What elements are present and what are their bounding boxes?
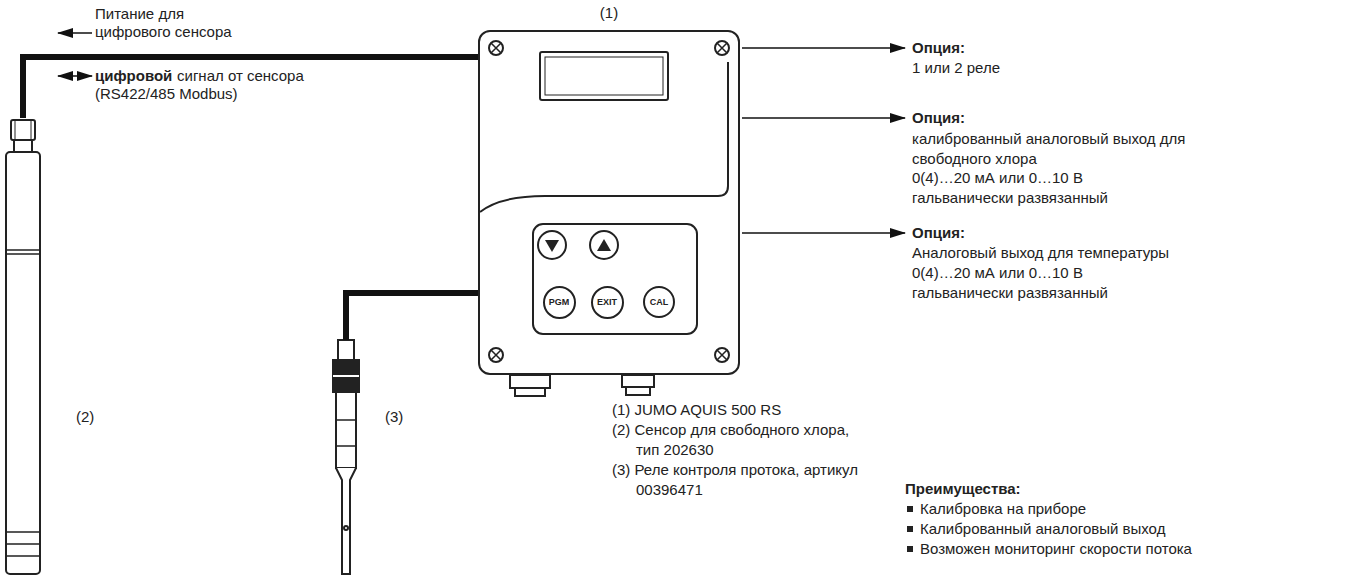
option-text: Аналоговый выход для температуры xyxy=(912,244,1187,262)
option-text: 1 или 2 реле xyxy=(912,59,1000,77)
power-arrow xyxy=(58,32,92,34)
option-text: 0(4)…20 мА или 0…10 В xyxy=(912,264,1083,282)
flow-relay-drawing xyxy=(333,340,359,574)
sensor-cable xyxy=(23,57,478,118)
callout-number: (2) xyxy=(76,408,94,426)
signal-arrow xyxy=(58,75,92,77)
chlorine-sensor: (2) xyxy=(6,118,40,576)
down-symbol xyxy=(545,240,559,252)
option-text: калиброванный аналоговый выход для свобо… xyxy=(912,129,1187,169)
up-symbol xyxy=(597,239,611,251)
option-text: гальванически развязанный xyxy=(912,189,1108,207)
sensor-drawing xyxy=(6,120,40,574)
option-heading: Опция: xyxy=(912,39,965,57)
keypad-button: PGM xyxy=(543,286,576,319)
bullet-marks xyxy=(907,506,913,552)
button-label: CAL xyxy=(645,297,673,307)
sensor-cable xyxy=(346,293,478,340)
controller-housing: (1)PGMEXITCAL xyxy=(478,30,740,375)
benefit-item: Калиброванный аналоговый выход xyxy=(920,520,1165,538)
option-heading: Опция: xyxy=(912,109,965,127)
part-list-item: (3) Реле контроля протока, артикул 00396… xyxy=(612,460,862,500)
option-arrow xyxy=(742,232,905,234)
cable-glands xyxy=(510,375,654,396)
benefit-item: Возможен мониторинг скорости потока xyxy=(920,540,1192,558)
front-contour xyxy=(480,62,728,212)
callout-number: (1) xyxy=(480,4,738,22)
option-heading: Опция: xyxy=(912,224,965,242)
option-text: гальванически развязанный xyxy=(912,284,1108,302)
callout-number: (3) xyxy=(385,408,403,426)
screws xyxy=(489,41,729,362)
button-label: PGM xyxy=(545,297,574,307)
flow-relay: (3) xyxy=(333,340,359,576)
keypad-panel xyxy=(533,224,697,334)
signal-note: сигнал от сенсора (RS422/485 Modbus) xyxy=(95,67,335,103)
option-arrow xyxy=(742,47,905,49)
keypad-button: CAL xyxy=(643,286,675,318)
option-arrow xyxy=(742,117,905,119)
benefit-item: Калибровка на приборе xyxy=(920,500,1086,518)
up-button xyxy=(590,231,618,259)
benefits-heading: Преимущества: xyxy=(905,480,1021,498)
signal-arrows xyxy=(58,33,905,233)
keypad-button: EXIT xyxy=(591,286,624,319)
button-label: EXIT xyxy=(593,297,622,307)
display xyxy=(540,52,668,100)
part-list-item: (2) Сенсор для свободного хлора, тип 202… xyxy=(612,420,862,460)
controller-details xyxy=(480,41,729,396)
display-window xyxy=(545,57,663,95)
part-list-item: (1) JUMO AQUIS 500 RS xyxy=(612,400,862,420)
down-button xyxy=(538,231,566,259)
signal-note: Питание для цифрового сенсора xyxy=(95,5,245,41)
option-text: 0(4)…20 мА или 0…10 В xyxy=(912,169,1083,187)
signal-note: цифровой xyxy=(95,67,172,85)
